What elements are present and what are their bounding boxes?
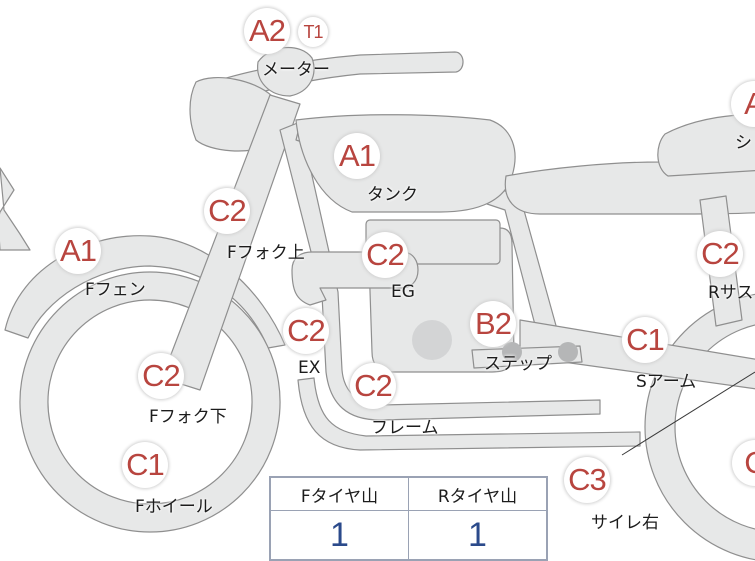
label-f-fork-lower: Fフォク下 — [149, 407, 227, 427]
label-f-fender: Fフェン — [85, 280, 146, 300]
step-bar — [471, 345, 583, 369]
front-wheel-shape — [19, 271, 281, 533]
tire-table-value-row: 1 1 — [269, 510, 548, 561]
value-front-tire-tread[interactable]: 1 — [269, 510, 409, 561]
badge-exhaust[interactable]: C2 — [283, 308, 329, 354]
badge-f-wheel[interactable]: C1 — [122, 442, 168, 488]
header-front-tire-tread: Fタイヤ山 — [269, 476, 409, 511]
frame-lower-rail — [297, 377, 641, 451]
badge-meter[interactable]: A2 — [244, 8, 290, 54]
header-rear-tire-tread: Rタイヤ山 — [408, 476, 548, 511]
seat-hump — [657, 114, 755, 177]
badge-f-fork-lower[interactable]: C2 — [138, 353, 184, 399]
badge-frame[interactable]: C2 — [350, 363, 396, 409]
label-f-fork-upper: Fフォク上 — [227, 243, 305, 263]
label-step: ステップ — [484, 354, 552, 374]
badge-step[interactable]: B2 — [470, 301, 516, 347]
silencer-leader-line — [621, 371, 755, 456]
tire-table-header-row: Fタイヤ山 Rタイヤ山 — [269, 476, 548, 511]
step-peg-left — [502, 342, 522, 362]
label-f-wheel: Fホイール — [135, 497, 213, 517]
badge-meter-t1[interactable]: T1 — [298, 17, 328, 47]
label-swing-arm: Sアーム — [636, 372, 697, 392]
badge-swing-arm[interactable]: C1 — [622, 317, 668, 363]
label-silencer-right: サイレ右 — [591, 513, 659, 533]
front-fork-shape — [161, 94, 301, 391]
label-frame: フレーム — [371, 418, 439, 438]
tire-tread-table: Fタイヤ山 Rタイヤ山 1 1 — [269, 476, 548, 561]
badge-r-wheel[interactable]: C — [732, 440, 755, 486]
label-seat: シ — [735, 133, 752, 153]
label-engine: EG — [391, 282, 415, 302]
badge-r-suspension[interactable]: C2 — [697, 231, 743, 277]
frame-cradle — [279, 121, 601, 421]
label-exhaust: EX — [298, 358, 321, 378]
badge-engine[interactable]: C2 — [362, 232, 408, 278]
value-rear-tire-tread[interactable]: 1 — [408, 510, 548, 561]
label-meter: メーター — [262, 60, 330, 80]
label-tank: タンク — [367, 185, 418, 205]
engine-cover-circle — [412, 320, 452, 360]
badge-f-fork-upper[interactable]: C2 — [204, 188, 250, 234]
step-peg-right — [558, 342, 578, 362]
label-r-suspension: Rサス — [708, 283, 754, 303]
left-edge-shape — [0, 167, 31, 251]
badge-silencer-right[interactable]: C3 — [564, 457, 610, 503]
badge-f-fender[interactable]: A1 — [55, 228, 101, 274]
badge-tank[interactable]: A1 — [334, 133, 380, 179]
